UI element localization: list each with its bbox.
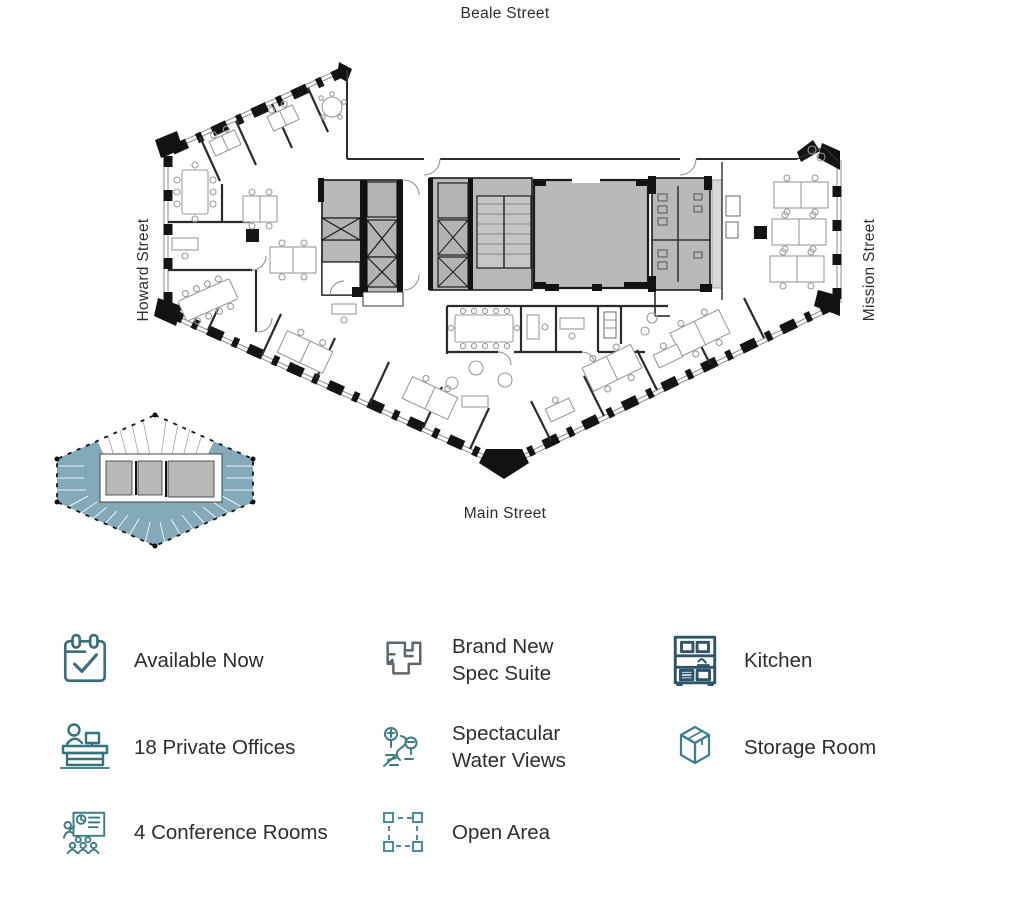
- demising-walls: [346, 70, 839, 162]
- legend-item-conference-rooms: 4 Conference Rooms: [58, 800, 328, 864]
- street-label-beale: Beale Street: [461, 5, 550, 22]
- legend-label: Spec Suite: [452, 662, 552, 685]
- water-views-icon: [376, 718, 430, 776]
- legend-label: Brand New: [452, 635, 554, 658]
- core-wall-stubs: [318, 176, 712, 297]
- floor-plan: Beale Street Main Street Howard Street M…: [54, 5, 878, 549]
- legend-label: 4 Conference Rooms: [134, 820, 328, 844]
- stairs: [476, 195, 532, 269]
- legend-item-available-now: Available Now: [58, 628, 264, 692]
- legend-label: Spectacular: [452, 722, 561, 745]
- core: [318, 176, 723, 307]
- street-label-mission: Mission Street: [861, 218, 878, 321]
- street-labels: Beale Street Main Street Howard Street M…: [135, 5, 878, 522]
- floorplan-icon: [376, 631, 430, 689]
- legend-label: Open Area: [452, 820, 551, 844]
- core-block-d: [652, 186, 710, 282]
- street-label-main: Main Street: [464, 505, 547, 522]
- corner-columns: [154, 62, 840, 479]
- suite-entry: [362, 291, 404, 307]
- legend-label: Storage Room: [744, 735, 877, 759]
- person-desk-icon: [58, 718, 112, 776]
- legend-label: Available Now: [134, 648, 264, 672]
- open-area-icon: [376, 803, 430, 861]
- calendar-check-icon: [58, 631, 112, 689]
- minimap: [54, 412, 256, 549]
- legend-item-kitchen: Kitchen: [668, 628, 812, 692]
- bench-desks: [242, 174, 829, 423]
- legend-label: Kitchen: [744, 648, 813, 672]
- street-label-howard: Howard Street: [135, 218, 152, 321]
- kitchen-icon: [668, 631, 722, 689]
- legend-label: 18 Private Offices: [134, 735, 296, 759]
- interior-columns: [246, 226, 767, 242]
- conference-presentation-icon: [58, 803, 112, 861]
- legend-item-storage-room: Storage Room: [668, 715, 876, 779]
- legend-item-private-offices: 18 Private Offices: [58, 715, 295, 779]
- core-door-gap: [572, 177, 600, 183]
- storage-box-icon: [668, 718, 722, 776]
- legend-label: Water Views: [452, 749, 566, 772]
- legend-item-spec-suite: Brand New Spec Suite: [376, 628, 553, 692]
- perimeter-columns: [163, 65, 842, 469]
- legend-item-water-views: Spectacular Water Views: [376, 715, 566, 779]
- furniture: [171, 91, 829, 423]
- legend-item-open-area: Open Area: [376, 800, 550, 864]
